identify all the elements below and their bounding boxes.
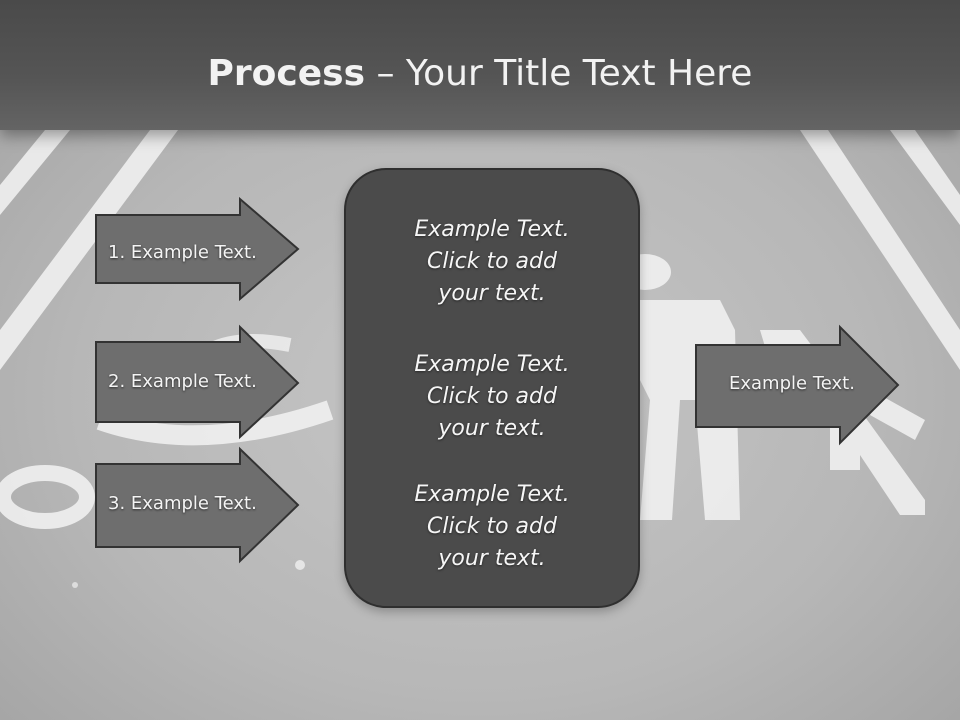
left-arrow-1[interactable]: 1. Example Text. [95, 196, 300, 302]
box-paragraph-3-line-2: Click to add [427, 514, 557, 539]
center-text-box[interactable]: Example Text. Click to add your text. Ex… [344, 168, 640, 608]
arrow-right-shape [695, 324, 900, 446]
left-arrow-3[interactable]: 3. Example Text. [95, 446, 300, 564]
box-paragraph-3-line-1: Example Text. [414, 482, 570, 507]
box-paragraph-2-line-3: your text. [438, 416, 546, 441]
box-paragraph-2: Example Text. Click to add your text. [346, 349, 638, 445]
title-bold-text: Process [207, 53, 366, 94]
box-paragraph-3-line-3: your text. [438, 546, 546, 571]
slide-title[interactable]: Process – Your Title Text Here [0, 52, 960, 96]
box-paragraph-2-line-1: Example Text. [414, 352, 570, 377]
left-arrow-2[interactable]: 2. Example Text. [95, 324, 300, 440]
arrow-right-shape [95, 446, 300, 564]
box-paragraph-3: Example Text. Click to add your text. [346, 479, 638, 575]
box-paragraph-1-line-3: your text. [438, 281, 546, 306]
box-paragraph-1-line-1: Example Text. [414, 217, 570, 242]
box-paragraph-1-line-2: Click to add [427, 249, 557, 274]
right-arrow-label: Example Text. [729, 373, 855, 394]
title-bar: Process – Your Title Text Here [0, 0, 960, 130]
left-arrow-3-label: 3. Example Text. [108, 493, 257, 514]
arrow-right-shape [95, 196, 300, 302]
right-arrow[interactable]: Example Text. [695, 324, 900, 446]
left-arrow-1-label: 1. Example Text. [108, 242, 257, 263]
box-paragraph-2-line-2: Click to add [427, 384, 557, 409]
arrow-right-shape [95, 324, 300, 440]
title-rest-text: – Your Title Text Here [365, 53, 753, 94]
box-paragraph-1: Example Text. Click to add your text. [346, 214, 638, 310]
left-arrow-2-label: 2. Example Text. [108, 371, 257, 392]
